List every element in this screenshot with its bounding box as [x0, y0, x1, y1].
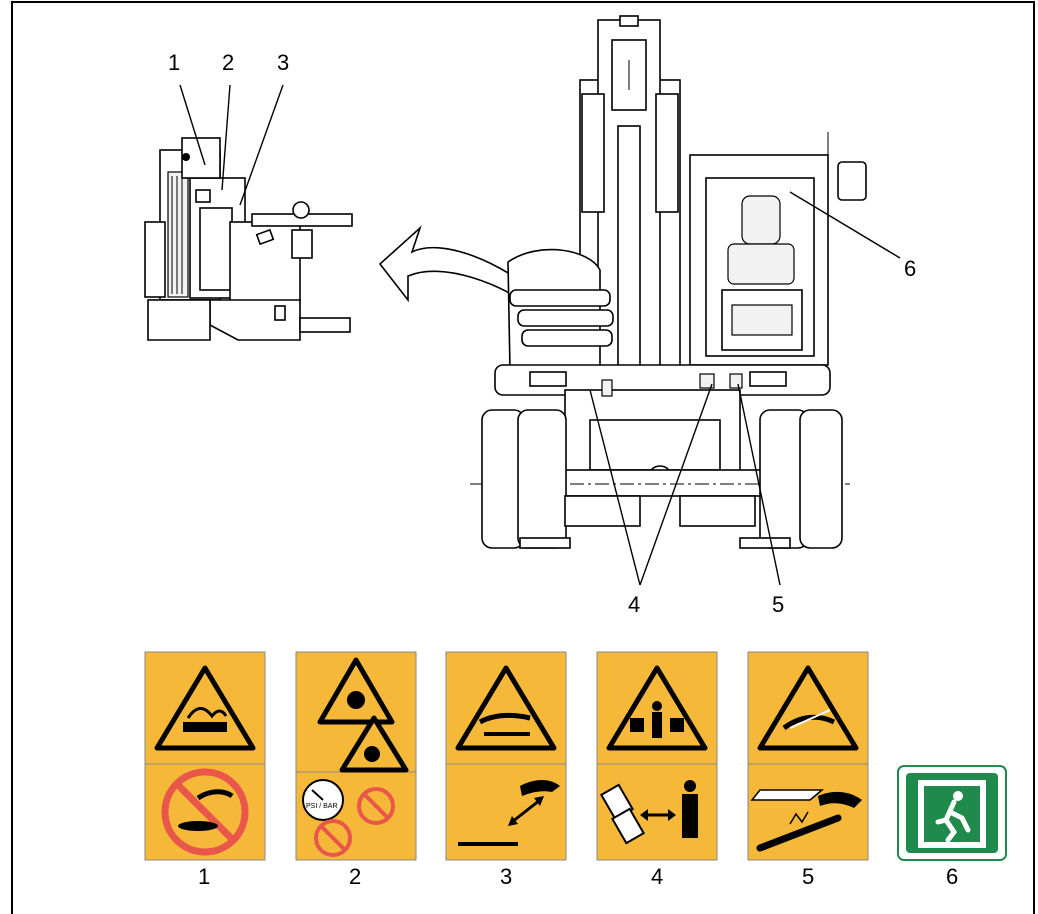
leader-3: [239, 84, 284, 206]
leader-4b: [639, 383, 713, 586]
leader-2: [221, 84, 231, 191]
leader-5: [737, 383, 781, 586]
detail-arrow: [378, 225, 557, 320]
decal-6-label: 6: [946, 864, 958, 889]
decal-4: [596, 651, 718, 861]
decal-1: [144, 651, 266, 861]
leader-4a: [589, 389, 641, 586]
leader-6: [789, 191, 901, 259]
callout-5-machine: 5: [772, 592, 784, 617]
callout-2-top: 2: [222, 50, 234, 75]
decal-1-label: 1: [198, 864, 210, 889]
gauge-label: PSI / BAR: [306, 803, 338, 810]
decal-5: [747, 651, 869, 861]
person-icon: [684, 780, 696, 792]
decal-3-label: 3: [500, 864, 512, 889]
decal-2-label: 2: [349, 864, 361, 889]
decal-5-label: 5: [802, 864, 814, 889]
prohibition-icon: [161, 768, 249, 856]
callout-3-top: 3: [277, 50, 289, 75]
side-detail-view: [144, 137, 353, 341]
decal-4-label: 4: [651, 864, 663, 889]
callout-4-machine: 4: [628, 592, 640, 617]
callout-6-machine: 6: [904, 256, 916, 281]
callout-1-top: 1: [168, 50, 180, 75]
diagram-frame: [11, 1, 1035, 914]
running-person-icon: [953, 791, 963, 801]
decal-3: [445, 651, 567, 861]
decal-2: PSI / BAR: [295, 651, 417, 861]
leader-1: [179, 84, 206, 166]
machine-rear-view: [470, 15, 867, 549]
hot-surface-warning-icon: [455, 665, 557, 751]
decal-6: [897, 765, 1007, 861]
hand-icon: [818, 791, 862, 808]
hand-icon: [520, 780, 560, 796]
